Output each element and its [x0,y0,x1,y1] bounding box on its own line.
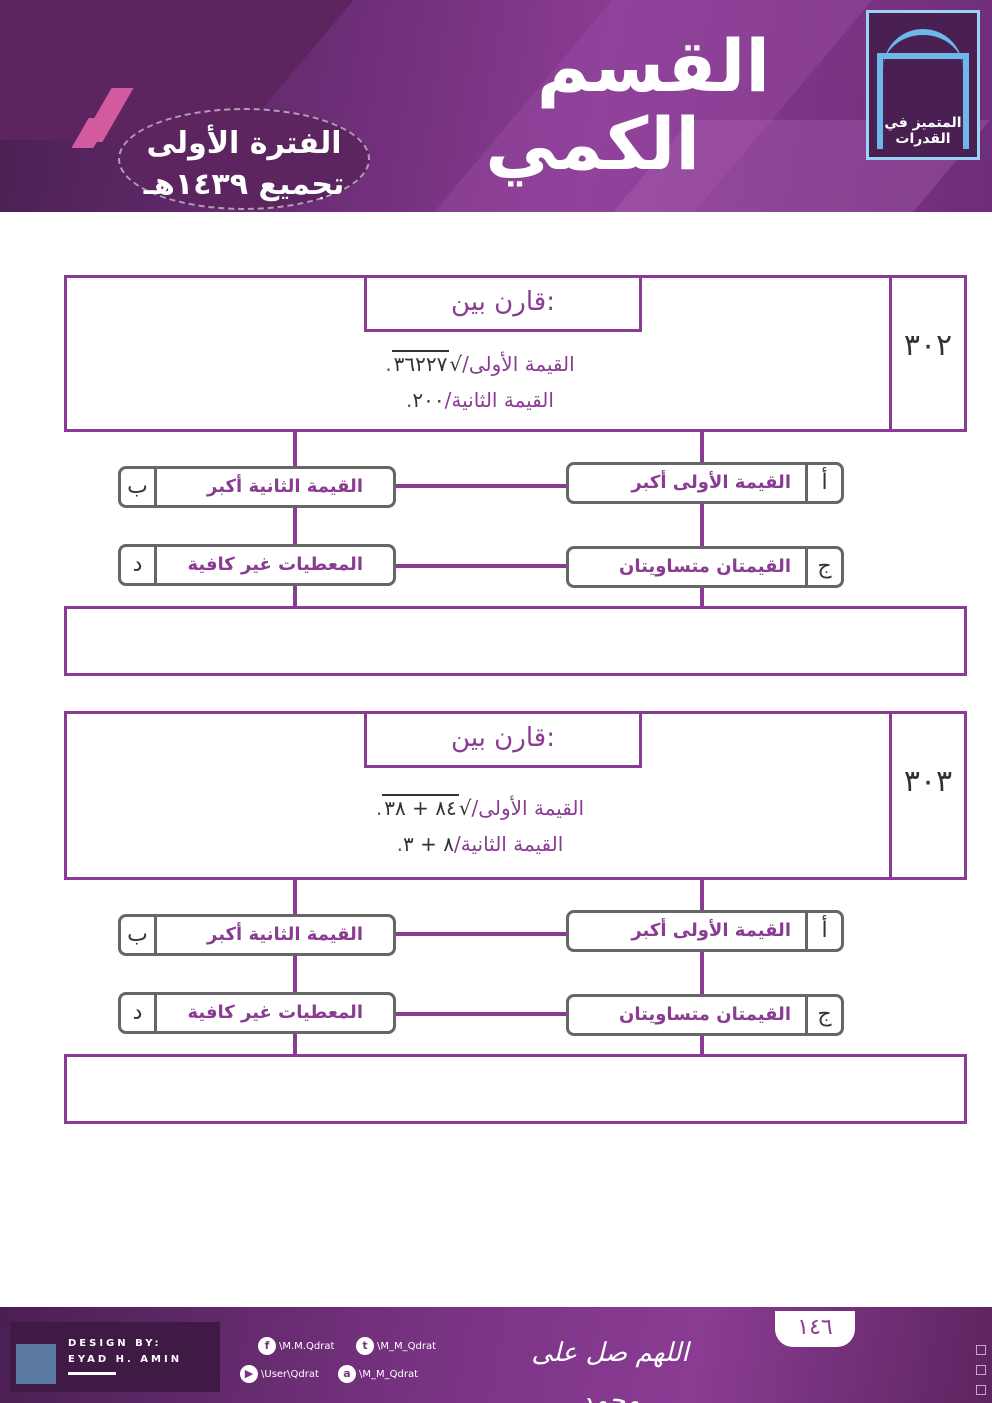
social-twitter[interactable]: t\M_M_Qdrat [356,1337,436,1355]
connector-line [396,564,568,568]
decor-square [976,1365,986,1375]
option-d[interactable]: د المعطيات غير كافية [118,992,396,1034]
logo-text: المتميز في القدرات [884,115,962,147]
value1-end: . [385,352,392,376]
option-text: القيمة الأولى أكبر [631,920,791,941]
page-header: القسم الكمي الفترة الأولى تجميع ١٤٣٩هـ ا… [0,0,992,212]
option-letter: ج [805,997,841,1033]
section-title-line1: القسم [536,24,770,108]
option-d[interactable]: د المعطيات غير كافية [118,544,396,586]
question-number: ٣٠٣ [889,714,964,877]
option-text: القيمتان متساويتان [618,1004,791,1025]
value2-label: القيمة الثانية/ [444,388,554,412]
option-letter: ج [805,549,841,585]
option-letter: ب [121,469,157,505]
option-text: القيمتان متساويتان [618,556,791,577]
social-ask[interactable]: a\M_M_Qdrat [338,1365,418,1383]
social-youtube[interactable]: ▶\User\Qdrat [240,1365,319,1383]
option-letter: أ [805,465,841,501]
social-handle: \User\Qdrat [261,1369,319,1380]
option-a[interactable]: أ القيمة الأولى أكبر [566,910,844,952]
option-text: المعطيات غير كافية [187,1002,363,1023]
connector-line [396,932,568,936]
value2-label: القيمة الثانية/ [454,832,564,856]
value1-radicand: ٣٦٢٢٧ [391,350,450,376]
question-prompt: قارن بين: [364,278,642,332]
social-facebook[interactable]: f\M.M.Qdrat [258,1337,334,1355]
question-number: ٣٠٢ [889,278,964,429]
option-a[interactable]: أ القيمة الأولى أكبر [566,462,844,504]
calligraphy-text: اللهم صل على محمد [531,1338,689,1403]
youtube-icon: ▶ [240,1365,258,1383]
question-prompt: قارن بين: [364,714,642,768]
value2-line: القيمة الثانية/٨ + ٣. [67,832,893,856]
option-text: القيمة الأولى أكبر [631,472,791,493]
value1-radicand: ٨٤ + ٣٨ [382,794,459,820]
book-shape [883,29,963,75]
page-footer: DESIGN BY: EYAD H. AMIN f\M.M.Qdrat t\M_… [0,1307,992,1403]
option-letter: د [121,547,157,583]
option-text: المعطيات غير كافية [187,554,363,575]
value1-line: القيمة الأولى/√٨٤ + ٣٨. [67,794,893,820]
value2-end: . [406,388,413,412]
designer-line1: DESIGN BY: [68,1338,162,1349]
value2-math: ٢٠٠ [412,388,445,412]
social-handle: \M_M_Qdrat [359,1369,419,1380]
connector-line [396,484,568,488]
designer-underline [68,1372,116,1375]
social-handle: \M.M.Qdrat [279,1341,335,1352]
option-b[interactable]: ب القيمة الثانية أكبر [118,466,396,508]
designer-text: DESIGN BY: EYAD H. AMIN [68,1336,182,1368]
section-title-line2: الكمي [485,102,700,186]
page-number: ١٤٦ [775,1311,855,1347]
social-handle: \M_M_Qdrat [377,1341,437,1352]
period-line1: الفترة الأولى [146,126,342,161]
option-letter: أ [805,913,841,949]
facebook-icon: f [258,1337,276,1355]
m-shape [877,53,969,149]
option-text: القيمة الثانية أكبر [207,924,363,945]
period-line2: تجميع ١٤٣٩هـ [143,167,345,202]
ask-icon: a [338,1365,356,1383]
question-box: قارن بين: القيمة الأولى/√٣٦٢٢٧. القيمة ا… [64,275,967,432]
value1-math: √٣٦٢٢٧ [391,350,463,376]
value1-label: القيمة الأولى/ [471,796,585,820]
option-letter: ب [121,917,157,953]
value2-line: القيمة الثانية/٢٠٠. [67,388,893,412]
value1-math: √٨٤ + ٣٨ [382,794,472,820]
designer-line2: EYAD H. AMIN [68,1354,183,1365]
answer-box[interactable] [64,606,967,676]
value2-math: ٨ + ٣ [403,832,455,856]
period-badge: الفترة الأولى تجميع ١٤٣٩هـ [118,108,370,210]
connector-line [396,1012,568,1016]
answer-box[interactable] [64,1054,967,1124]
twitter-icon: t [356,1337,374,1355]
option-c[interactable]: ج القيمتان متساويتان [566,546,844,588]
option-b[interactable]: ب القيمة الثانية أكبر [118,914,396,956]
book-m-logo-icon: المتميز في القدرات [866,10,980,160]
option-text: القيمة الثانية أكبر [207,476,363,497]
section-title: القسم الكمي [390,30,770,180]
designer-credit: DESIGN BY: EYAD H. AMIN [10,1322,220,1392]
question-box: قارن بين: القيمة الأولى/√٨٤ + ٣٨. القيمة… [64,711,967,880]
value1-end: . [375,796,383,820]
value1-line: القيمة الأولى/√٣٦٢٢٧. [67,350,893,376]
value1-label: القيمة الأولى/ [462,352,575,376]
value2-end: . [396,832,404,856]
decor-square [976,1345,986,1355]
decor-square [976,1385,986,1395]
option-letter: د [121,995,157,1031]
option-c[interactable]: ج القيمتان متساويتان [566,994,844,1036]
designer-logo-icon [16,1344,56,1384]
connector-line [293,880,297,1056]
connector-line [293,432,297,608]
connector-line [700,880,704,1056]
connector-line [700,432,704,608]
